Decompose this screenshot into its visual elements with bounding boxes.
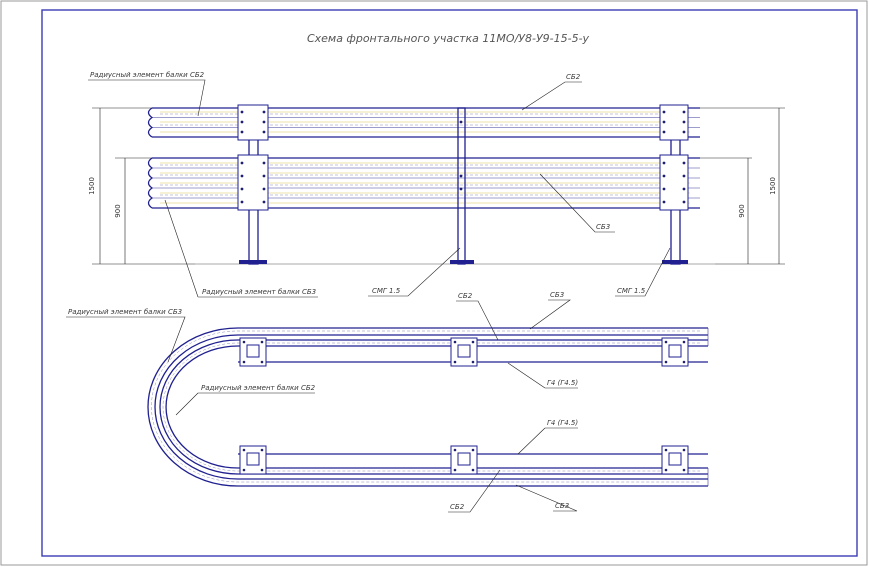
drawing-title: Схема фронтального участка 11МО/У8-У9-15… xyxy=(307,32,590,45)
post-left-front xyxy=(237,104,269,265)
dim-right-inner: 900 xyxy=(738,204,746,217)
plan-leaders: Радиусный элемент балки СБ3 Радиусный эл… xyxy=(66,291,578,513)
label-radius-sb3-plan: Радиусный элемент балки СБ3 xyxy=(68,308,182,316)
label-sb3-plan-bottom: СБ3 xyxy=(555,502,569,510)
plan-posts-top xyxy=(239,337,689,367)
post-right-front xyxy=(659,104,689,265)
front-view: 1500 900 900 1500 Радиусный элемент балк… xyxy=(88,71,785,298)
label-sb3-plan-top: СБ3 xyxy=(550,291,564,299)
dim-left-inner: 900 xyxy=(114,204,122,217)
front-leaders: Радиусный элемент балки СБ2 СБ2 СБ3 Ради… xyxy=(88,71,671,298)
plan-view: Радиусный элемент балки СБ3 Радиусный эл… xyxy=(66,291,709,513)
dim-left-outer: 1500 xyxy=(88,177,96,195)
post-middle-front xyxy=(450,107,474,265)
label-sb3-front: СБ3 xyxy=(596,223,610,231)
plan-inner-rail xyxy=(159,339,708,475)
drawing-frame xyxy=(41,9,858,557)
label-g4-plan-top: Г4 (Г4.5) xyxy=(547,379,578,387)
label-radius-sb2-plan: Радиусный элемент балки СБ2 xyxy=(201,384,316,392)
plan-outer-rail xyxy=(147,327,708,487)
dim-right-outer: 1500 xyxy=(769,177,777,195)
label-g4-plan-bottom: Г4 (Г4.5) xyxy=(547,419,578,427)
dimensions-front: 1500 900 900 1500 xyxy=(88,107,785,265)
label-sb2-plan-top: СБ2 xyxy=(458,292,473,300)
label-post-left: СМГ 1.5 xyxy=(372,287,401,295)
label-sb2-plan-bottom: СБ2 xyxy=(450,503,465,511)
label-sb2-front: СБ2 xyxy=(566,73,581,81)
label-post-right: СМГ 1.5 xyxy=(617,287,646,295)
plan-posts-bottom xyxy=(239,445,689,475)
label-radius-sb2-front: Радиусный элемент балки СБ2 xyxy=(90,71,205,79)
label-radius-sb3-front: Радиусный элемент балки СБ3 xyxy=(202,288,316,296)
